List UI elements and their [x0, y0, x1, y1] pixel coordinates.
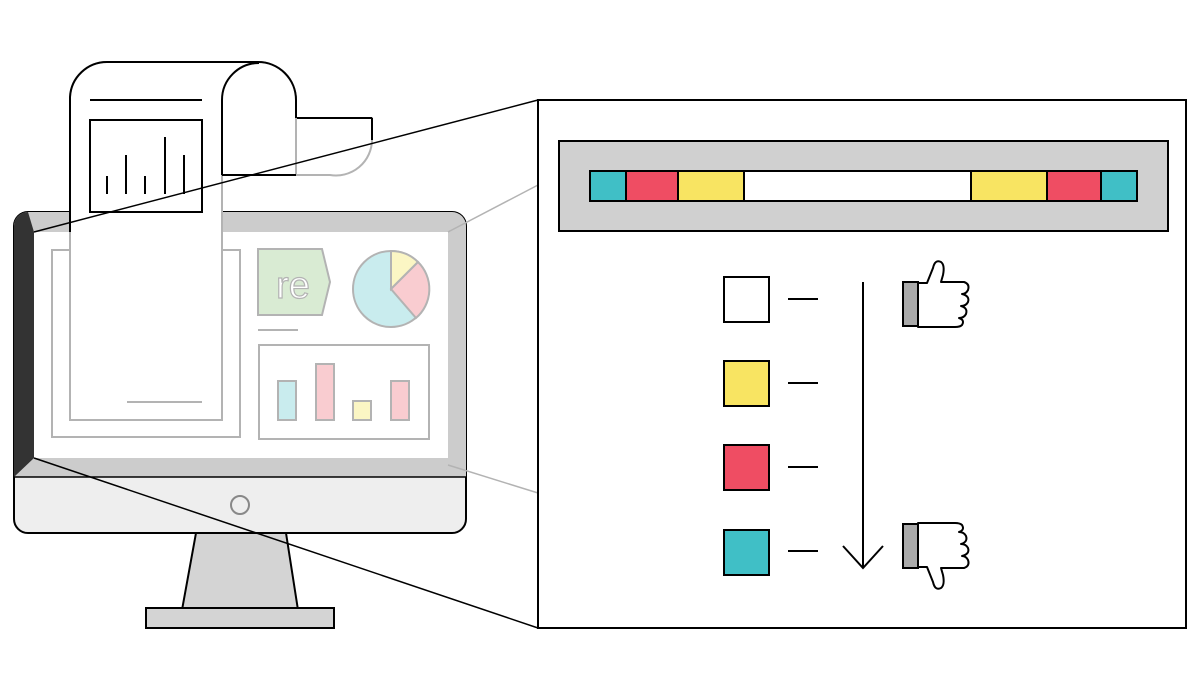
down-arrow-icon	[842, 282, 884, 570]
pie-chart	[352, 249, 431, 328]
color-strip	[589, 170, 1138, 202]
monitor-stand-base	[145, 607, 335, 629]
bar-chart	[258, 344, 430, 440]
receipt-mini-chart	[89, 119, 203, 213]
monitor-power-button	[230, 495, 250, 515]
legend-item-red	[723, 444, 818, 491]
thumbs-down-icon	[902, 522, 970, 590]
strip-segment-white	[743, 170, 972, 202]
strip-segment-teal	[1100, 170, 1138, 202]
strip-segment-yellow	[677, 170, 745, 202]
legend-item-teal	[723, 529, 818, 576]
monitor-stand	[180, 532, 300, 611]
brand-badge: re	[257, 248, 332, 331]
strip-segment-red	[1046, 170, 1102, 202]
thumbs-up-icon	[902, 260, 970, 328]
color-legend	[723, 276, 818, 576]
zoom-panel	[537, 99, 1187, 629]
strip-segment-red	[625, 170, 679, 202]
strip-segment-yellow	[970, 170, 1048, 202]
brand-badge-text: re	[276, 265, 310, 307]
legend-item-white	[723, 276, 818, 323]
receipt-scroll-icon	[69, 60, 373, 421]
legend-item-yellow	[723, 360, 818, 407]
strip-segment-teal	[589, 170, 627, 202]
zoom-callout-lines	[33, 99, 539, 629]
monitor-bezel-shadow	[14, 212, 34, 477]
